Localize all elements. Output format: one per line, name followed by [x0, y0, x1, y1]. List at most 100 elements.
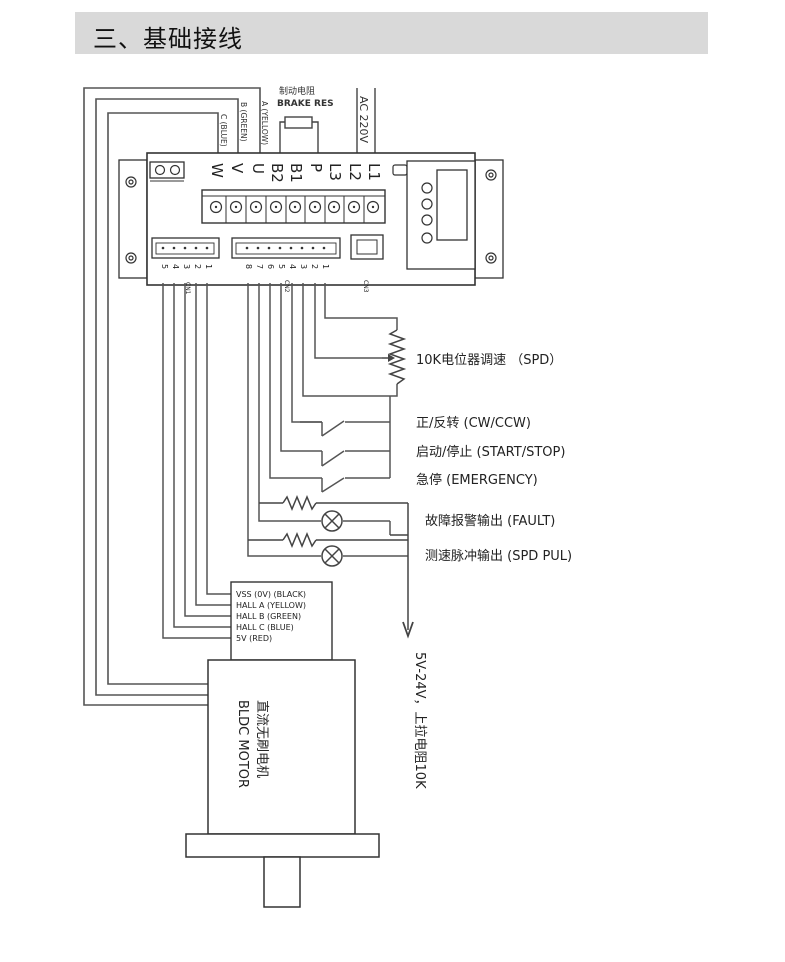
- hall-wire-hall-b: [184, 283, 231, 617]
- phase-a-label: A (YELLOW): [260, 101, 269, 145]
- hall-wire-vss: [206, 283, 231, 595]
- ac-voltage-label: AC 220V: [357, 96, 370, 144]
- cn2-pin-label: 4: [288, 264, 297, 269]
- motor-shaft: [263, 856, 301, 908]
- motor-body: [207, 659, 356, 835]
- hall-wire-hall-c: [173, 283, 231, 628]
- terminal-label-b2: B2: [268, 163, 286, 183]
- potentiometer-wiper-icon: [382, 354, 395, 362]
- switch-emergency-icon: [321, 477, 345, 493]
- pullup-note: 5V-24V，上拉电阻10K: [412, 652, 427, 789]
- motor-label-cn: 直流无刷电机: [254, 700, 269, 778]
- terminal-label-b1: B1: [287, 163, 305, 183]
- cn1-pin-label: 4: [171, 264, 180, 269]
- spd-pul-label: 测速脉冲输出 (SPD PUL): [425, 548, 572, 564]
- brake-resistor: 制动电阻 BRAKE RES: [277, 85, 334, 162]
- terminal-label-p: P: [307, 163, 325, 172]
- pot-wire-pin2: [314, 283, 382, 359]
- cn3-connector: [350, 234, 384, 260]
- terminal-label-l3: L3: [326, 163, 344, 181]
- motor-phase-wires: [83, 87, 261, 706]
- cn2-pin-label: 2: [310, 264, 319, 269]
- cn1-pin-label: 2: [193, 264, 202, 269]
- cn1-label: CN1: [184, 282, 191, 295]
- cn1-pin-label: 5: [160, 264, 169, 269]
- pot-wire-pin3: [302, 283, 398, 397]
- display-window: [436, 169, 468, 241]
- panel-buttons: [421, 182, 433, 244]
- terminal-label-l1: L1: [365, 163, 383, 181]
- cn2-pin-label: 1: [321, 264, 330, 269]
- hall-vss-label: VSS (0V) (BLACK): [236, 590, 306, 599]
- potentiometer-label: 10K电位器调速 （SPD）: [416, 353, 562, 368]
- cn3-label: CN3: [362, 280, 369, 293]
- brake-res-cn-label: 制动电阻: [279, 85, 315, 97]
- phase-wire-v: [95, 98, 239, 696]
- terminal-label-l2: L2: [346, 163, 364, 181]
- cn1-pin-label: 3: [182, 264, 191, 269]
- aux-connector-pin: [154, 164, 166, 176]
- aux-connector-pin: [169, 164, 181, 176]
- terminal-label-u: U: [249, 163, 267, 174]
- motor-label-en: BLDC MOTOR: [235, 700, 250, 788]
- pullup-supply-rail: [390, 503, 414, 639]
- phase-b-label: B (GREEN): [239, 102, 248, 142]
- pullup-resistor-icon: [282, 532, 317, 548]
- panel-button-icon: [421, 232, 433, 244]
- switch-wire-start: [280, 283, 322, 452]
- switch-start-stop-icon: [321, 450, 345, 467]
- cn2-label: CN2: [283, 280, 290, 293]
- fault-label: 故障报警输出 (FAULT): [425, 513, 555, 529]
- hall-5v-label: 5V (RED): [236, 634, 272, 643]
- brake-resistor-body: [284, 116, 313, 129]
- terminal-labels: W V U B2 B1 P L3 L2 L1: [208, 163, 383, 183]
- cn1-pin-label: 1: [204, 264, 213, 269]
- brake-wire-b2: [279, 121, 285, 162]
- emergency-label: 急停 (EMERGENCY): [416, 472, 538, 488]
- cn2-pin-label: 5: [277, 264, 286, 269]
- brake-res-en-label: BRAKE RES: [277, 99, 334, 109]
- switch-icons: [321, 420, 345, 493]
- panel-badge: [392, 164, 408, 176]
- panel-button-icon: [421, 182, 433, 194]
- pullup-resistor-icon: [282, 495, 317, 511]
- cn2-pin-label: 8: [244, 264, 253, 269]
- hall-c-label: HALL C (BLUE): [236, 623, 294, 632]
- ac-power-input: AC 220V: [356, 88, 376, 162]
- panel-button-icon: [421, 214, 433, 226]
- section-header: 三、基础接线: [75, 12, 708, 54]
- terminal-label-w: W: [208, 163, 226, 178]
- cw-ccw-label: 正/反转 (CW/CCW): [416, 416, 531, 431]
- hall-wire-hall-a: [195, 283, 231, 606]
- hall-a-label: HALL A (YELLOW): [236, 601, 306, 610]
- hall-wire-5v: [162, 283, 231, 639]
- phase-wire-u: [83, 87, 261, 706]
- potentiometer-icon: [387, 329, 407, 385]
- screw-icon: [125, 169, 497, 264]
- panel-button-icon: [421, 198, 433, 210]
- phase-wire-w: [107, 112, 219, 685]
- switch-cw-ccw-icon: [321, 420, 345, 437]
- brake-wire-p: [312, 121, 319, 162]
- cn2-pin-label: 3: [299, 264, 308, 269]
- bldc-motor: 直流无刷电机 BLDC MOTOR: [185, 659, 380, 908]
- cn2-pin-label: 7: [255, 264, 264, 269]
- terminal-label-v: V: [228, 163, 246, 174]
- section-title: 三、基础接线: [93, 25, 243, 53]
- cn2-pin-label: 6: [266, 264, 275, 269]
- arrow-down-icon: [402, 621, 414, 639]
- fault-output-circuit: [259, 495, 408, 532]
- control-labels: 10K电位器调速 （SPD） 正/反转 (CW/CCW) 启动/停止 (STAR…: [416, 353, 572, 564]
- switch-wire-emergency: [269, 283, 322, 479]
- switch-wire-cw: [291, 283, 322, 423]
- motor-flange: [185, 833, 380, 858]
- hall-b-label: HALL B (GREEN): [236, 612, 301, 621]
- pot-wire-pin1: [324, 283, 398, 330]
- terminal-screws: [209, 200, 380, 214]
- hall-sensor-box: VSS (0V) (BLACK) HALL A (YELLOW) HALL B …: [230, 581, 333, 661]
- driver-unit: W V U B2 B1 P L3 L2 L1: [118, 152, 504, 295]
- start-stop-label: 启动/停止 (START/STOP): [416, 444, 565, 460]
- spd-pul-output-wire: [247, 283, 321, 557]
